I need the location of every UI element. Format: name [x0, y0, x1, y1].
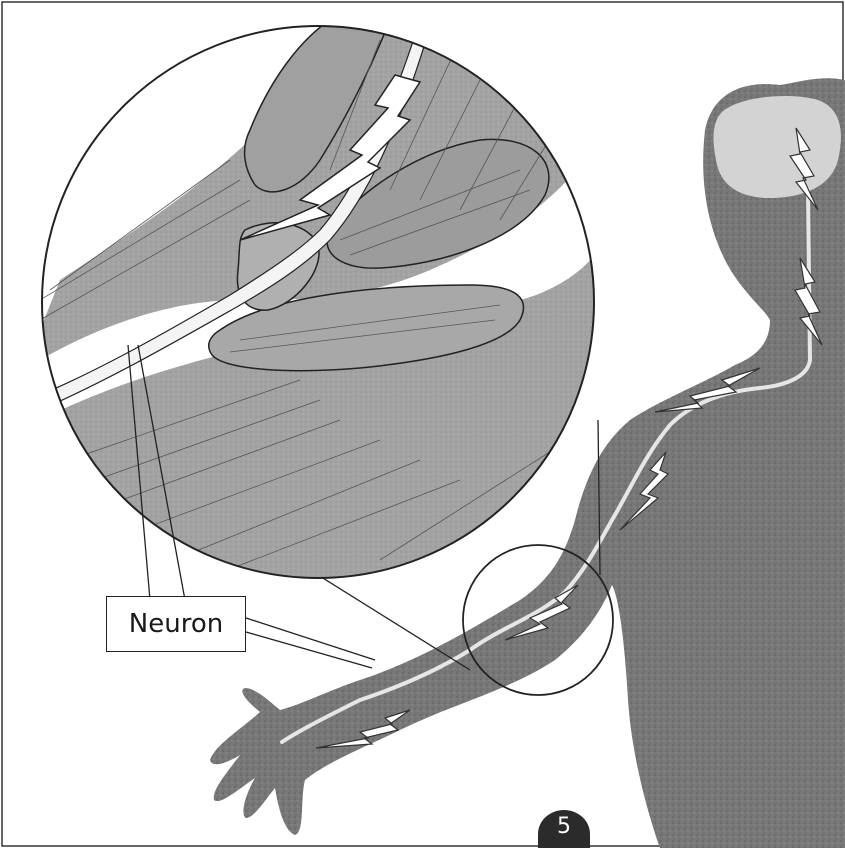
- neuron-label: Neuron: [106, 596, 246, 652]
- brain-shape: [714, 96, 841, 198]
